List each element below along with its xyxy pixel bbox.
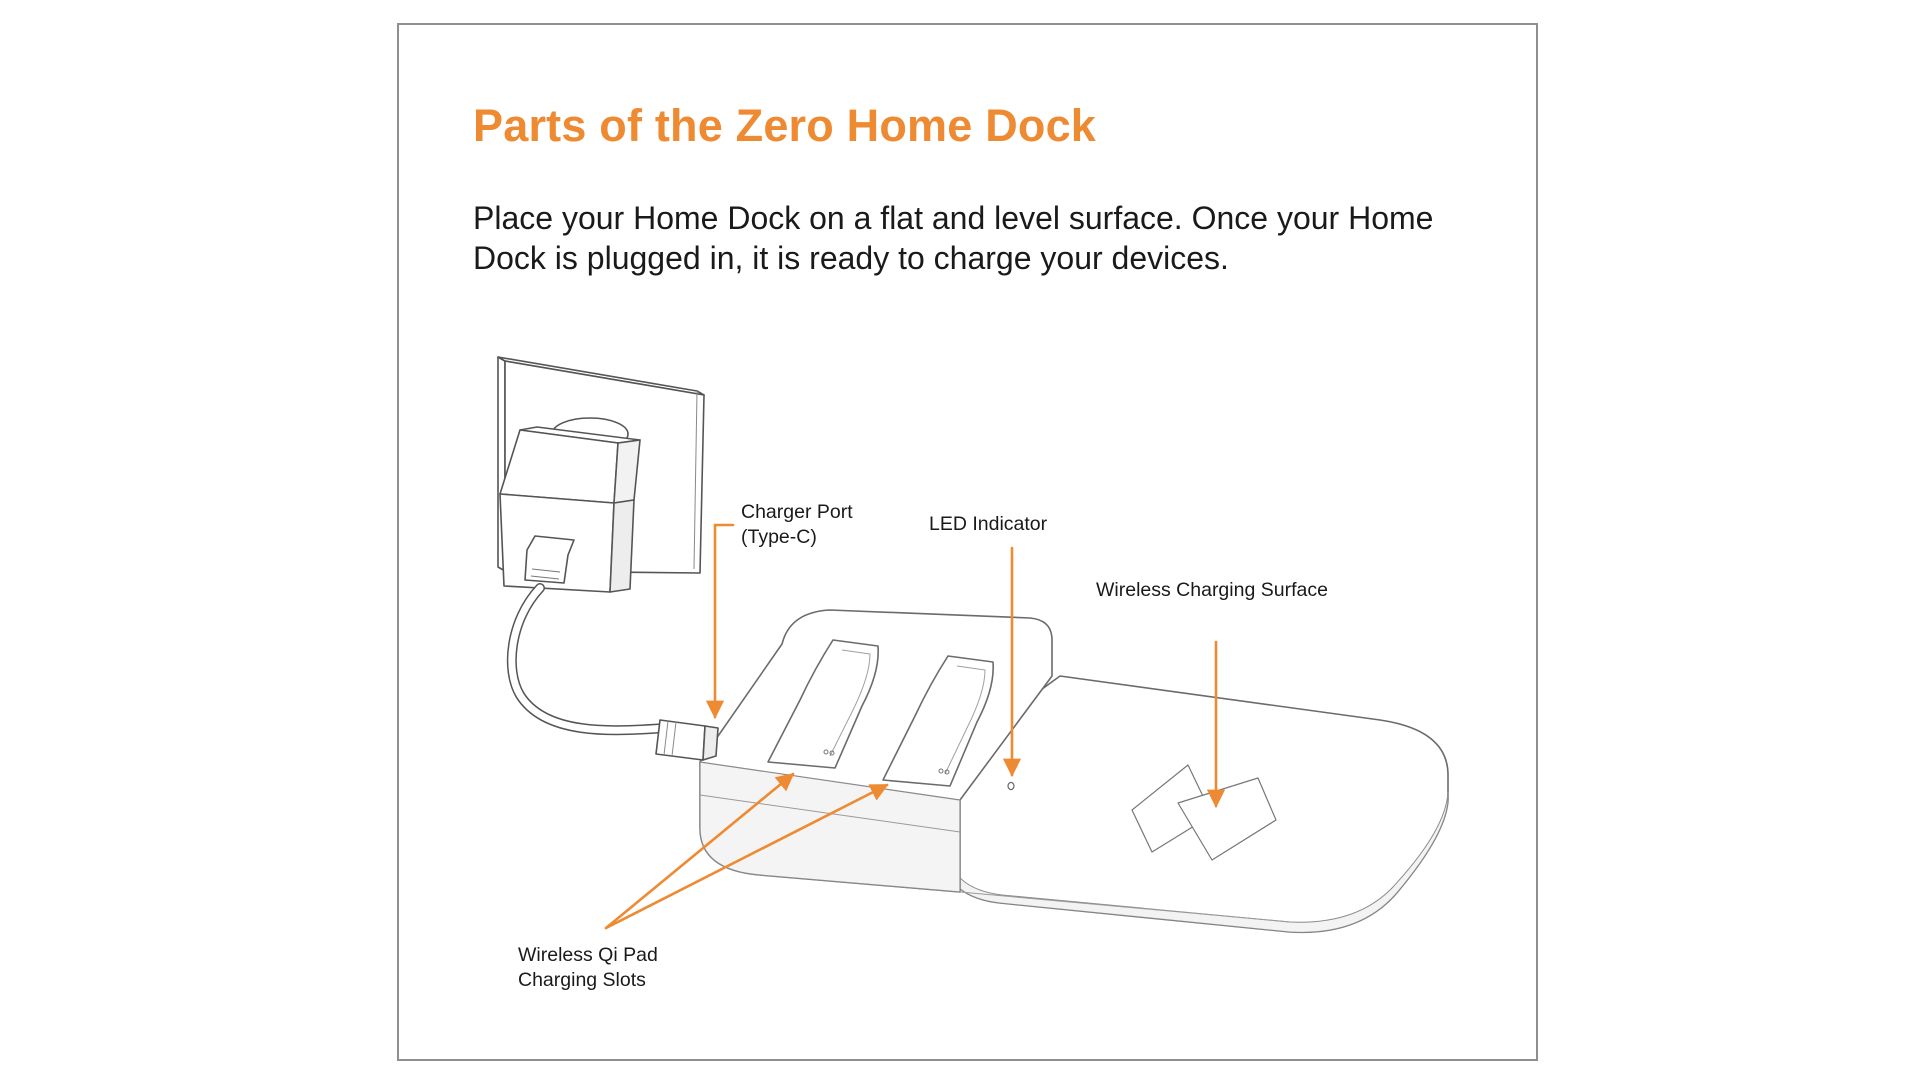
label-wireless-charging-surface: Wireless Charging Surface <box>1096 578 1328 603</box>
usb-c-cable <box>512 588 665 730</box>
label-qi-charging-slots: Wireless Qi Pad Charging Slots <box>518 943 658 993</box>
home-dock <box>700 610 1448 932</box>
charger-port-leader <box>715 525 733 717</box>
usb-c-plug <box>656 720 718 760</box>
led-dot <box>1008 782 1014 789</box>
power-adapter <box>500 418 640 592</box>
label-led-indicator: LED Indicator <box>929 512 1047 537</box>
label-charger-port: Charger Port (Type-C) <box>741 500 853 550</box>
